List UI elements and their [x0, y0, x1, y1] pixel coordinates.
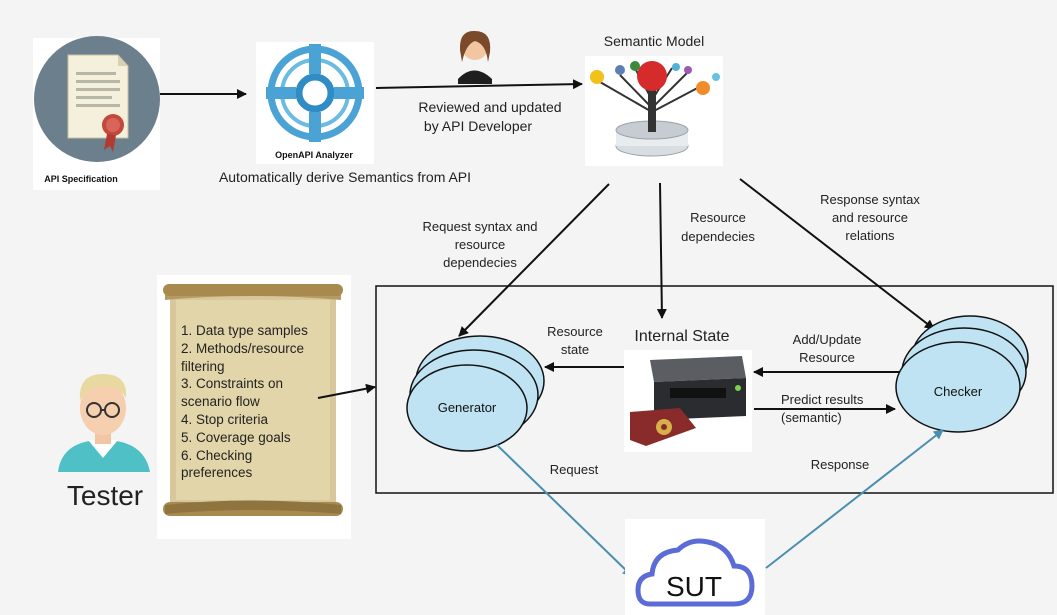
scroll-item: 1. Data type samples: [181, 323, 308, 338]
checker-label: Checker: [934, 384, 983, 399]
tester-avatar-icon: [58, 374, 150, 472]
orrery-icon: [590, 61, 720, 157]
response-label: Response: [810, 457, 870, 472]
request-label: Request: [549, 462, 599, 477]
tester-label: Tester: [66, 480, 144, 511]
internal-box: [375, 285, 1054, 494]
request-syntax-label-2: resource: [454, 237, 506, 252]
scroll-item: 2. Methods/resource: [181, 340, 305, 356]
model-to-state-arrow: [656, 182, 667, 319]
resource-state-label-2: state: [560, 342, 590, 357]
openapi-logo-icon: [266, 44, 364, 142]
scroll-item: 3. Constraints on: [181, 376, 284, 392]
request-syntax-label-1: Request syntax and: [422, 219, 538, 234]
analyzer-to-model-arrow: [375, 79, 583, 90]
resource-deps-label-2: dependecies: [681, 229, 755, 244]
semantic-model-title: Semantic Model: [603, 33, 705, 49]
predict-label-2: (semantic): [781, 410, 842, 425]
generator-node: [406, 335, 545, 452]
model-to-generator-arrow: [458, 183, 610, 337]
api-specification-node: [33, 36, 160, 190]
sut-label: SUT: [666, 571, 722, 602]
openapi-analyzer-node: [256, 42, 374, 164]
internal-state-node: [624, 350, 752, 452]
internal-state-title: Internal State: [634, 328, 730, 345]
developer-edge-label-2: by API Developer: [423, 118, 533, 134]
request-syntax-label-3: dependecies: [443, 255, 517, 270]
scroll-item: scenario flow: [181, 394, 260, 410]
scroll-item: 6. Checking: [181, 447, 253, 463]
sut-to-checker-arrow: [765, 429, 944, 569]
response-syntax-label-1: Response syntax: [820, 192, 920, 207]
add-update-label-1: Add/Update: [792, 332, 862, 347]
scroll-item: 5. Coverage goals: [181, 429, 291, 445]
checker-node: [895, 315, 1029, 433]
api-spec-label: API Specification: [44, 174, 118, 184]
generator-label: Generator: [438, 400, 497, 415]
scroll-to-box-arrow: [317, 383, 376, 399]
scroll-item: preferences: [181, 465, 253, 481]
analyzer-caption: Automatically derive Semantics from API: [218, 169, 472, 185]
analyzer-label: OpenAPI Analyzer: [275, 150, 353, 160]
resource-state-label-1: Resource: [547, 324, 603, 339]
resource-deps-label-1: Resource: [690, 210, 746, 225]
scroll-item: 4. Stop criteria: [181, 411, 269, 427]
predict-label-1: Predict results: [781, 392, 864, 407]
api-developer-icon: [458, 30, 492, 84]
model-to-checker-arrow: [739, 178, 935, 330]
response-syntax-label-3: relations: [845, 228, 895, 243]
scroll-node: [157, 275, 351, 539]
generator-to-sut-arrow: [496, 444, 633, 577]
document-icon: [67, 54, 129, 152]
tape-drive-icon: [630, 356, 746, 446]
developer-edge-label-1: Reviewed and updated: [418, 99, 562, 115]
add-update-label-2: Resource: [799, 350, 855, 365]
scroll-item: filtering: [181, 358, 225, 374]
response-syntax-label-2: and resource: [832, 210, 908, 225]
scroll-items-list: 1. Data type samples 2. Methods/resource…: [181, 322, 331, 482]
cloud-icon: [635, 538, 755, 607]
sut-node: [625, 519, 765, 615]
semantic-model-node: [585, 56, 723, 166]
